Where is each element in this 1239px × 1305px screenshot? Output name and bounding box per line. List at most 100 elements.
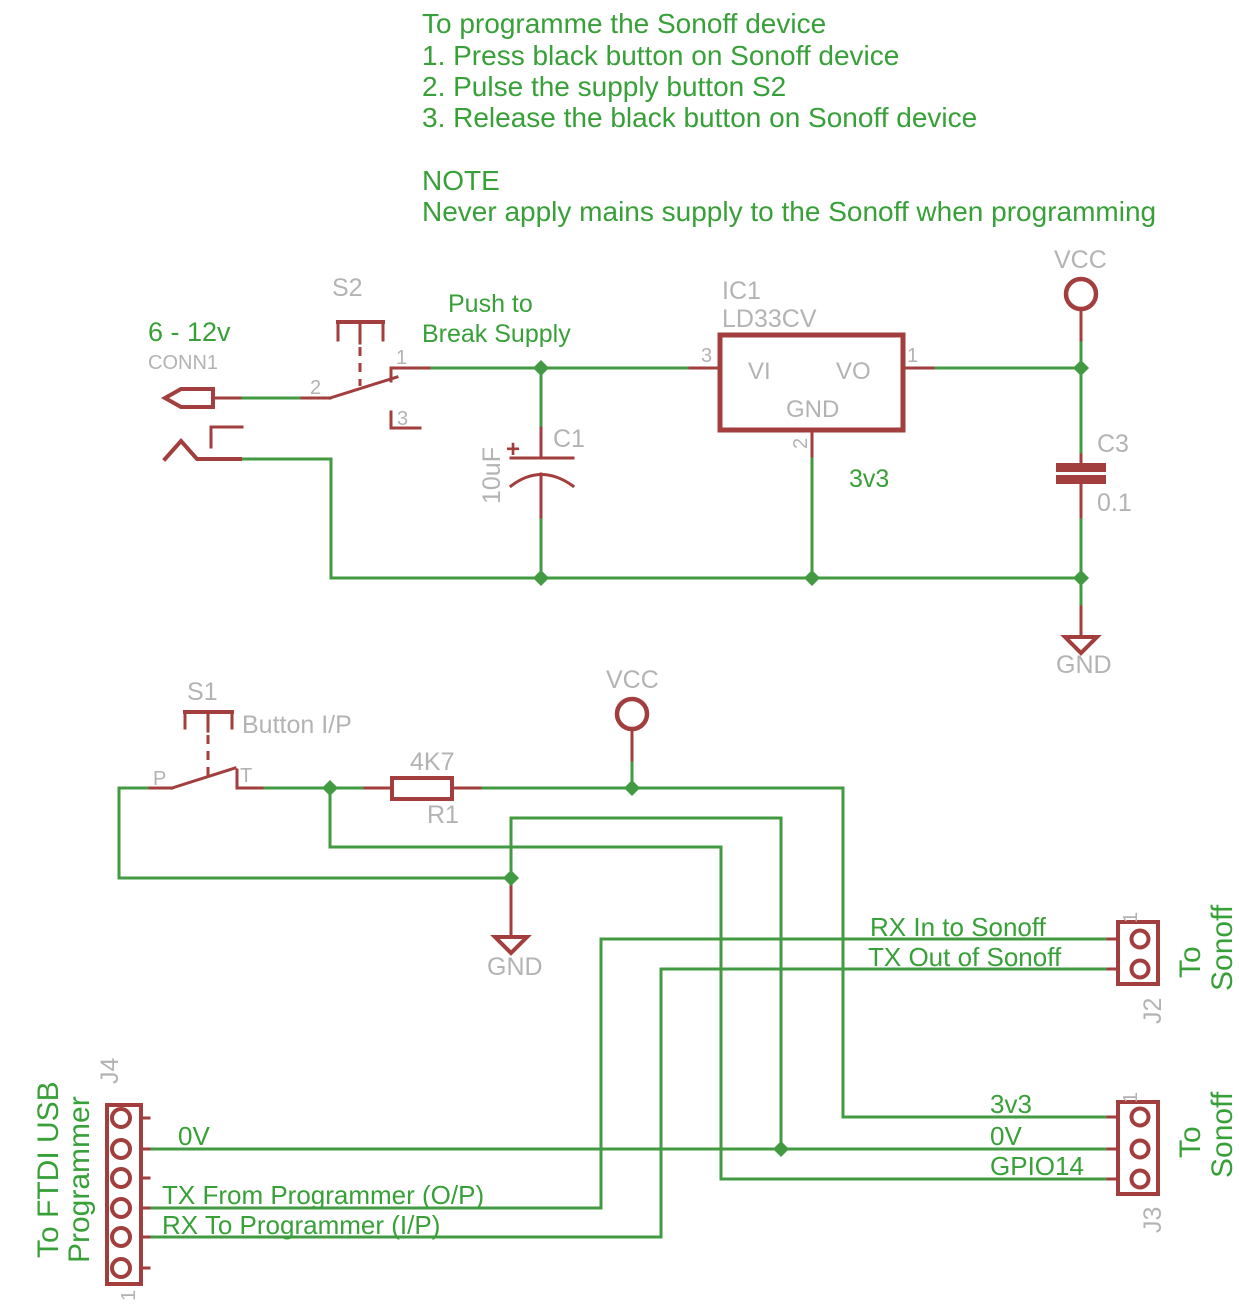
j2-dest-line2: Sonoff [1206, 904, 1239, 991]
s1-ref: S1 [187, 678, 218, 706]
c1-ref: C1 [553, 425, 585, 453]
vcc-mid-symbol [614, 696, 650, 732]
r1-ref: R1 [427, 801, 459, 829]
supply-input-label: 6 - 12v [148, 317, 231, 347]
instructions-step1: 1. Press black button on Sonoff device [422, 40, 899, 71]
j3-pin2-pad [1129, 1138, 1151, 1160]
c1-polarity-plus: + [506, 436, 520, 463]
s2-pin1-contact [389, 366, 431, 383]
r1-value: 4K7 [410, 748, 454, 776]
s2-pin3-contact [389, 410, 422, 430]
j3-pin3-pad [1129, 1168, 1151, 1190]
s2-switch-arm [328, 375, 399, 400]
junction-ic1-gnd [804, 570, 820, 586]
j3-dest-line2: Sonoff [1206, 1091, 1239, 1178]
ic1-ref: IC1 [722, 277, 761, 305]
j2-dest-line1: To [1174, 946, 1207, 978]
junction-c1-bottom [533, 570, 549, 586]
s1-pin-p-label: P [153, 768, 166, 790]
gnd-top-label: GND [1056, 651, 1112, 679]
labels: To programme the Sonoff device 1. Press … [32, 8, 1239, 1301]
j4-pin2-pad [110, 1138, 132, 1160]
ic1-part: LD33CV [722, 305, 817, 333]
vcc-mid-label: VCC [606, 666, 659, 694]
ic1-pin1-number: 1 [907, 345, 918, 367]
conn1-pin2-bracket [209, 425, 244, 449]
gnd-mid-label: GND [487, 953, 543, 981]
junction-vcc-mid [624, 780, 640, 796]
j3-dest-line1: To [1174, 1126, 1207, 1158]
s2-caption-line2: Break Supply [422, 320, 571, 348]
j3-gpio14-label: GPIO14 [990, 1151, 1084, 1181]
vcc-top-label: VCC [1054, 246, 1107, 274]
s2-pin2-number: 2 [310, 377, 321, 399]
ic1-body [717, 332, 906, 433]
j2-ref: J2 [1139, 998, 1167, 1024]
r1-body [390, 776, 454, 801]
j4-body [105, 1103, 143, 1286]
j3-pin1-pad [1129, 1106, 1151, 1128]
c3-ref: C3 [1097, 430, 1129, 458]
conn1-ref: CONN1 [148, 352, 218, 374]
c3-value: 0.1 [1097, 489, 1132, 517]
c3-plate-top [1056, 463, 1106, 472]
junction-s1-r1 [322, 780, 338, 796]
j4-pin3-pad [110, 1167, 132, 1189]
j2-pin2-pad [1129, 958, 1151, 980]
gnd-mid-symbol [490, 935, 532, 956]
conn1-pin1-flag [160, 387, 215, 409]
j4-ref: J4 [96, 1058, 124, 1085]
junction-c1-top [533, 360, 549, 376]
j4-pin5-pad [110, 1226, 132, 1248]
junction-vcc-vo [1073, 360, 1089, 376]
tx-out-of-sonoff-label: TX Out of Sonoff [868, 942, 1062, 972]
junction-gnd-mid [503, 870, 519, 886]
s1-caption: Button I/P [242, 711, 352, 739]
s2-ref: S2 [332, 274, 363, 302]
j4-rx-label: RX To Programmer (I/P) [162, 1210, 440, 1240]
s2-pin3-number: 3 [397, 408, 408, 430]
ic1-pin3-number: 3 [701, 345, 712, 367]
c1-value: 10uF [478, 447, 506, 504]
j3-0v-label: 0V [990, 1121, 1022, 1151]
j2-pin1-marker: 1 [1120, 912, 1142, 923]
ic1-pin-vo: VO [836, 358, 871, 385]
j4-pin6-pad [110, 1257, 132, 1279]
conn1-pin2-tip-contact [162, 437, 242, 462]
s2-pin1-number: 1 [396, 347, 407, 369]
instructions-step2: 2. Pulse the supply button S2 [422, 71, 786, 102]
junction-dots [322, 360, 1089, 1157]
j4-side-line2: Programmer [63, 1096, 96, 1263]
instructions-title: To programme the Sonoff device [422, 8, 826, 39]
j4-side-line1: To FTDI USB [32, 1081, 65, 1258]
s1-switch-arm [170, 766, 237, 790]
s1-pin-t-label: T [240, 765, 252, 787]
j3-ref: J3 [1139, 1207, 1167, 1233]
component-symbols [105, 276, 1160, 1286]
j3-3v3-label: 3v3 [990, 1089, 1032, 1119]
rx-in-to-sonoff-label: RX In to Sonoff [870, 912, 1047, 942]
j4-tx-label: TX From Programmer (O/P) [162, 1180, 484, 1210]
gnd-top-symbol [1060, 635, 1102, 656]
wires [117, 338, 1110, 1239]
vcc-top-symbol [1063, 276, 1099, 312]
j4-0v-label: 0V [178, 1121, 210, 1151]
j2-pin1-pad [1129, 928, 1151, 950]
rail-3v3-label: 3v3 [849, 465, 889, 493]
instructions-note-title: NOTE [422, 165, 500, 196]
junction-c3-bottom [1073, 570, 1089, 586]
j3-pin1-marker: 1 [1120, 1092, 1142, 1103]
j4-pin1-marker: 1 [118, 1290, 140, 1301]
ic1-pin2-number: 2 [790, 438, 812, 449]
c3-plate-bottom [1056, 475, 1106, 484]
ic1-pin-vi: VI [748, 358, 771, 385]
junction-0v-bus [773, 1141, 789, 1157]
j4-pin4-pad [110, 1197, 132, 1219]
s2-caption-line1: Push to [448, 290, 533, 318]
ic1-pin-gnd: GND [786, 396, 839, 423]
j4-pin1-pad [110, 1107, 132, 1129]
instructions-step3: 3. Release the black button on Sonoff de… [422, 102, 977, 133]
